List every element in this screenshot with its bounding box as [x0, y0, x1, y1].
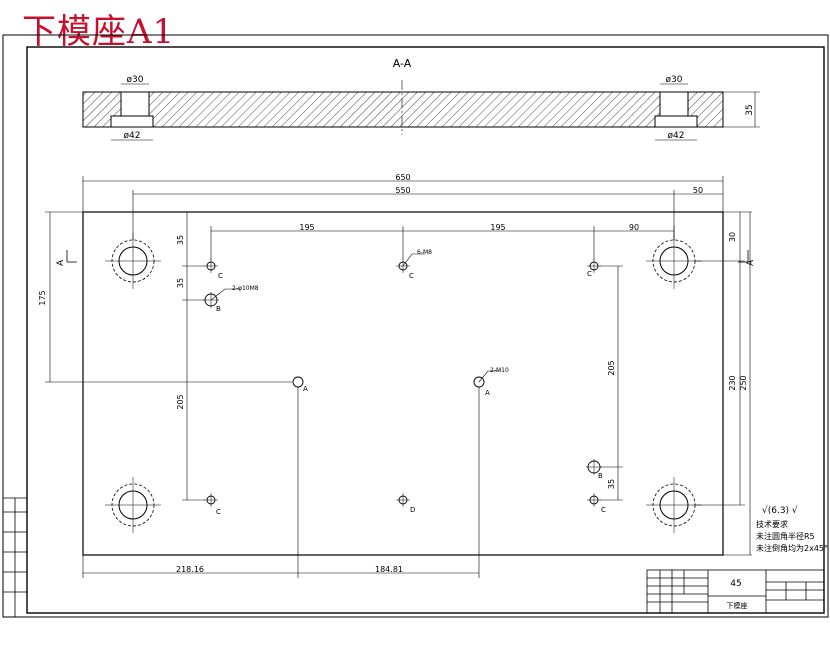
dim-30: 30: [728, 232, 737, 242]
callout-small-holes: 6-M8: [417, 249, 432, 256]
dim-205-right: 205: [607, 360, 616, 375]
left-title-strip: [3, 497, 27, 617]
inner-frame: [26, 46, 825, 614]
plan-plate-outline: [82, 211, 724, 556]
title-block: [646, 569, 825, 614]
section-mark-right: A: [746, 259, 756, 266]
dim-bottom-right: 184.81: [375, 565, 403, 574]
dim-right-pitch: 90: [629, 223, 639, 232]
callout-a-holes: 2-M10: [490, 367, 509, 374]
small-holes: [203, 259, 602, 507]
section-mark-left: A: [56, 259, 66, 266]
section-view: [82, 80, 724, 135]
dim-row-pitch-right: 195: [490, 223, 505, 232]
hole-label-a1: A: [303, 385, 308, 393]
dim-row-pitch-left: 195: [299, 223, 314, 232]
title-block-part-name: 下模座: [727, 601, 748, 610]
hole-label-b2: B: [598, 472, 603, 480]
hole-label-c4: C: [216, 508, 221, 516]
dim-250: 250: [739, 375, 748, 390]
dim-205-left: 205: [176, 394, 185, 409]
section-thickness: 35: [745, 104, 755, 115]
section-hole-top-dia-left: ø30: [127, 75, 144, 85]
dim-hole-spacing: 550: [395, 186, 410, 195]
dim-175: 175: [38, 290, 47, 305]
hole-label-b1: B: [216, 305, 221, 313]
roughness-symbol: √(6.3) √: [762, 505, 798, 516]
dim-overall-width: 650: [395, 173, 410, 182]
section-cut-marks: [66, 250, 749, 263]
horizontal-dimensions: [82, 176, 724, 578]
dim-bottom-left: 218.16: [176, 565, 204, 574]
section-hole-bottom-dia-right: ø42: [668, 131, 685, 141]
section-hole-bottom-dia-left: ø42: [124, 131, 141, 141]
notes-heading: 技术要求: [756, 519, 788, 529]
outer-frame: [2, 34, 829, 618]
dim-35-mid: 35: [176, 278, 185, 288]
section-hole-top-dia-right: ø30: [666, 75, 683, 85]
hole-label-c2: C: [409, 272, 414, 280]
notes-line-2: 未注倒角均为2x45°: [756, 543, 828, 553]
section-label: A-A: [393, 57, 412, 70]
hole-label-c3: C: [587, 270, 592, 278]
hole-label-a2: A: [485, 389, 490, 397]
hole-label-c5: C: [601, 506, 606, 514]
vertical-dimensions: [45, 211, 752, 556]
drawing-title: 下模座A1: [22, 12, 176, 52]
guide-holes: [105, 233, 702, 533]
title-block-material: 45: [730, 579, 741, 589]
hole-label-c1: C: [218, 272, 223, 280]
notes-line-1: 未注圆角半径R5: [756, 531, 815, 541]
callout-leaders: [210, 253, 500, 383]
section-dimensions: [111, 83, 760, 141]
dim-230: 230: [728, 375, 737, 390]
dim-35-right: 35: [607, 479, 616, 489]
dim-edge-offset: 50: [693, 186, 703, 195]
dim-35-top: 35: [176, 235, 185, 245]
hole-label-d1: D: [410, 506, 415, 514]
callout-b-holes: 2-φ10M8: [232, 285, 259, 292]
